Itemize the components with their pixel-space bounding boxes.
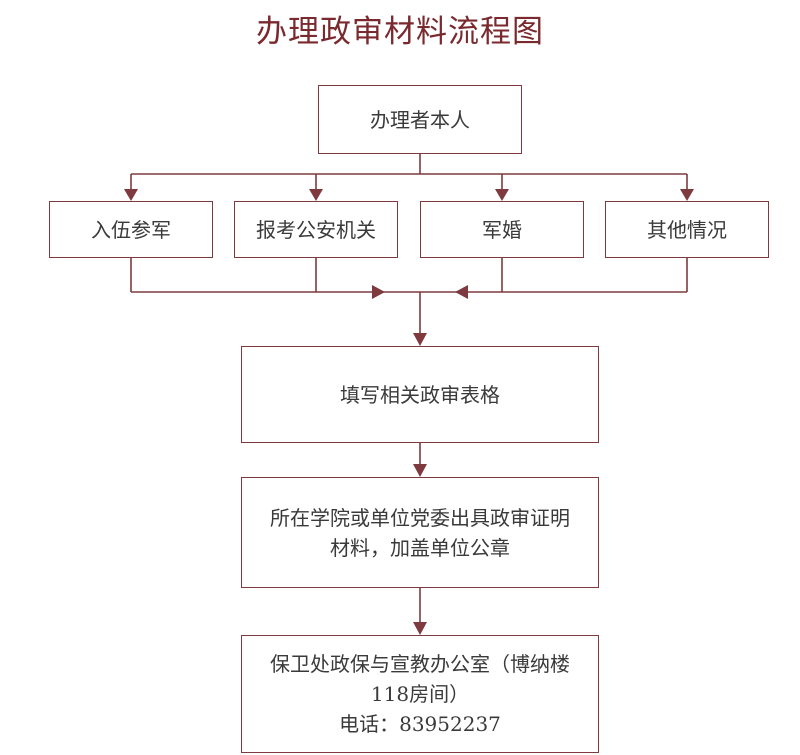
arrowhead-merge-right <box>455 285 468 299</box>
node-college-proof-line2: 材料，加盖单位公章 <box>330 535 510 560</box>
node-case-police-label: 报考公安机关 <box>256 217 376 242</box>
node-case-enlist: 入伍参军 <box>49 201 213 258</box>
arrowhead-to-police <box>309 189 323 201</box>
node-applicant: 办理者本人 <box>318 85 522 154</box>
node-security-office: 保卫处政保与宣教办公室（博纳楼 118房间） 电话：83952237 <box>241 635 599 753</box>
diagram-title: 办理政审材料流程图 <box>256 14 544 50</box>
arrowhead-to-security-office <box>413 622 427 635</box>
arrowhead-to-marriage <box>495 189 509 201</box>
node-case-military-marriage-label: 军婚 <box>482 217 522 242</box>
arrowhead-to-other <box>680 189 694 201</box>
node-case-police: 报考公安机关 <box>234 201 398 258</box>
arrowhead-to-college-proof <box>413 464 427 477</box>
arrowhead-to-enlist <box>124 189 138 201</box>
node-case-other: 其他情况 <box>605 201 769 258</box>
node-security-office-line3: 电话：83952237 <box>339 712 501 736</box>
node-fill-form: 填写相关政审表格 <box>241 346 599 443</box>
arrowhead-to-fill-form <box>413 333 427 346</box>
node-college-proof: 所在学院或单位党委出具政审证明 材料，加盖单位公章 <box>241 477 599 588</box>
node-case-military-marriage: 军婚 <box>420 201 584 258</box>
node-college-proof-line1: 所在学院或单位党委出具政审证明 <box>270 505 570 530</box>
node-case-enlist-label: 入伍参军 <box>91 217 171 242</box>
node-security-office-line2: 118房间） <box>370 682 470 706</box>
node-security-office-line1: 保卫处政保与宣教办公室（博纳楼 <box>270 652 570 676</box>
node-applicant-label: 办理者本人 <box>370 107 470 132</box>
node-case-other-label: 其他情况 <box>647 217 727 242</box>
node-fill-form-label: 填写相关政审表格 <box>340 382 500 407</box>
arrowhead-merge-left <box>372 285 385 299</box>
